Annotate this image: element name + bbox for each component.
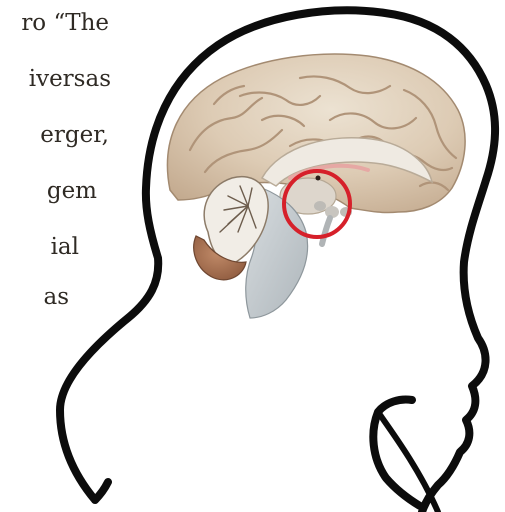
brain-head-illustration [0, 0, 505, 512]
